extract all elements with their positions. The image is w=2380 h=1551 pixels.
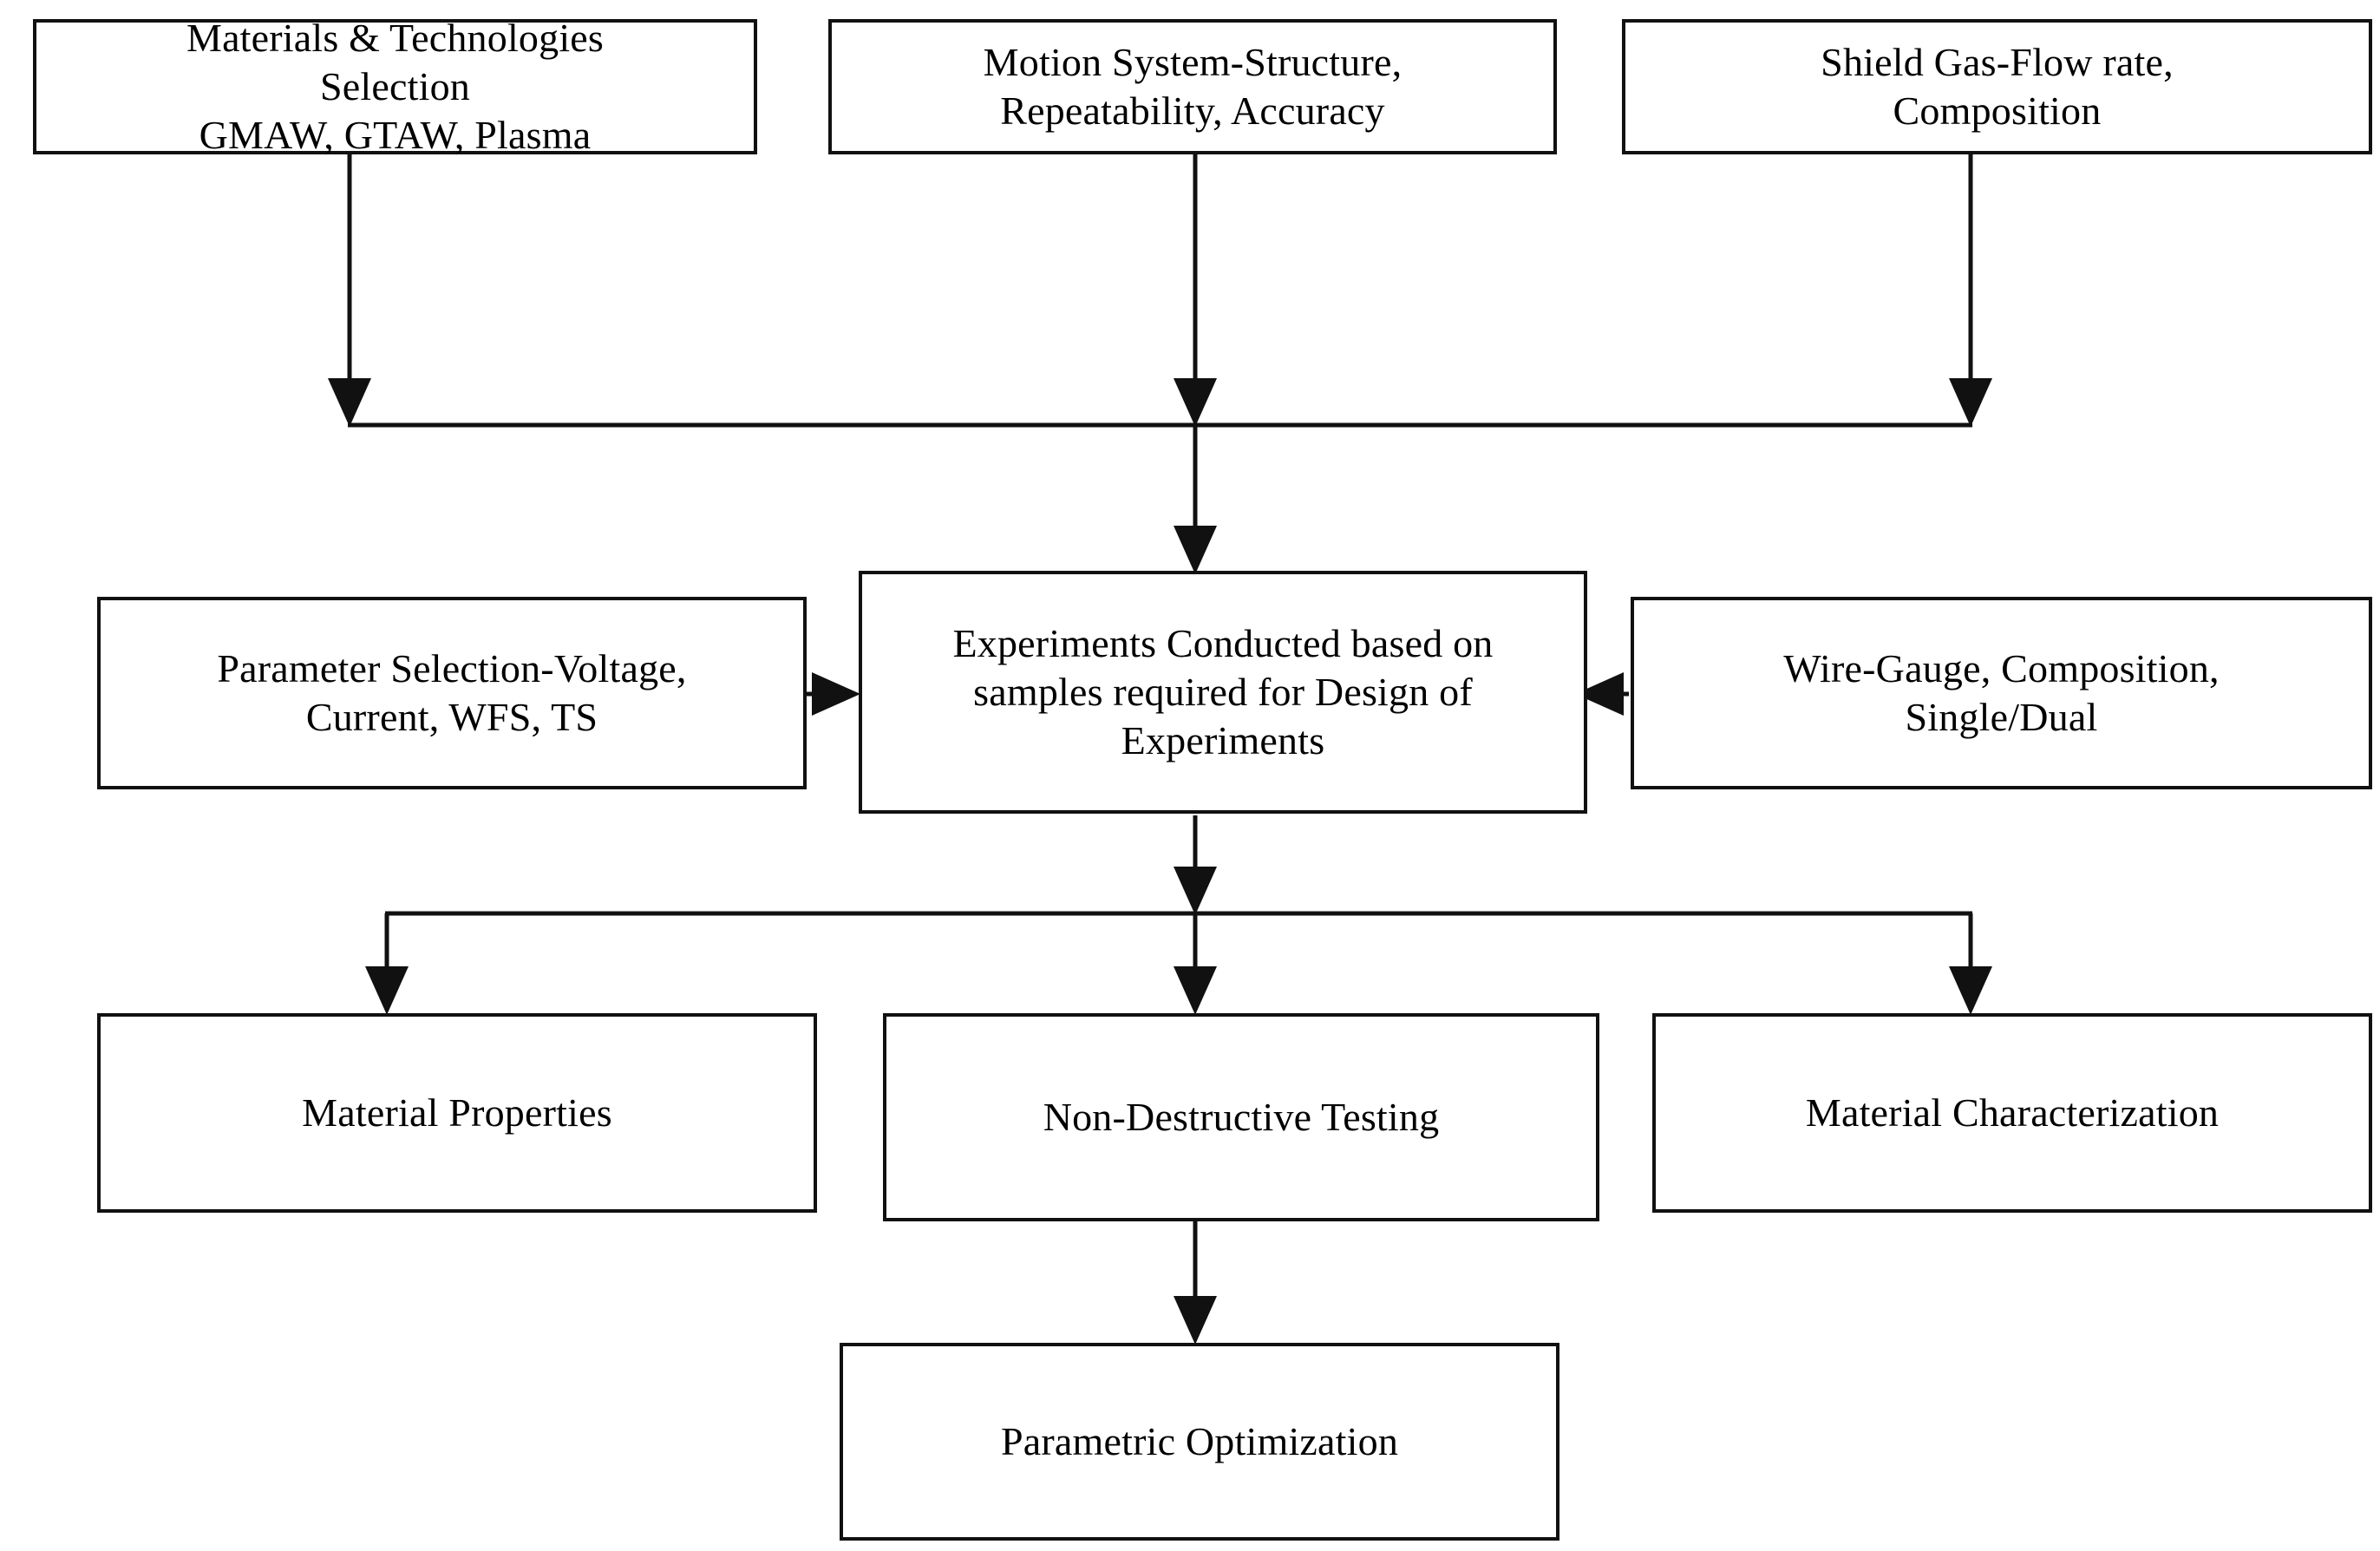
node-parameter-selection-label: Parameter Selection-Voltage, Current, WF… <box>217 645 687 739</box>
node-non-destructive-testing-label: Non-Destructive Testing <box>1043 1094 1440 1139</box>
node-experiments[interactable]: Experiments Conducted based on samples r… <box>859 571 1587 814</box>
node-material-characterization-label: Material Characterization <box>1805 1090 2220 1135</box>
node-material-properties[interactable]: Material Properties <box>97 1013 817 1213</box>
connector-experiments-to-lower-bus <box>1174 815 1217 915</box>
node-parametric-optimization-label: Parametric Optimization <box>1000 1418 1399 1463</box>
node-material-properties-label: Material Properties <box>302 1090 612 1135</box>
connector-motion-to-bus <box>1174 154 1217 427</box>
node-wire-gauge[interactable]: Wire-Gauge, Composition, Single/Dual <box>1631 597 2372 789</box>
connector-bus-to-experiments <box>1174 425 1217 574</box>
connector-bus-to-material-characterization <box>1949 913 1992 1015</box>
connector-materials-to-bus <box>328 154 371 427</box>
connector-parameters-to-experiments <box>807 672 860 716</box>
node-parameter-selection[interactable]: Parameter Selection-Voltage, Current, WF… <box>97 597 807 789</box>
node-wire-gauge-label: Wire-Gauge, Composition, Single/Dual <box>1783 645 2220 739</box>
node-motion-system-label: Motion System-Structure, Repeatability, … <box>983 39 1402 133</box>
node-non-destructive-testing[interactable]: Non-Destructive Testing <box>883 1013 1599 1221</box>
node-parametric-optimization[interactable]: Parametric Optimization <box>840 1343 1559 1541</box>
node-experiments-label: Experiments Conducted based on samples r… <box>952 620 1494 763</box>
node-materials-selection-label: Materials & Technologies Selection GMAW,… <box>186 15 605 158</box>
node-shield-gas[interactable]: Shield Gas-Flow rate, Composition <box>1622 19 2372 154</box>
node-shield-gas-label: Shield Gas-Flow rate, Composition <box>1821 39 2174 133</box>
node-materials-selection[interactable]: Materials & Technologies Selection GMAW,… <box>33 16 757 157</box>
node-motion-system[interactable]: Motion System-Structure, Repeatability, … <box>828 19 1557 154</box>
connector-bus-to-ndt <box>1174 913 1217 1015</box>
connector-bus-to-material-properties <box>365 913 409 1015</box>
connector-shieldgas-to-bus <box>1949 154 1992 427</box>
connector-ndt-to-optimization <box>1174 1213 1217 1345</box>
node-material-characterization[interactable]: Material Characterization <box>1652 1013 2372 1213</box>
